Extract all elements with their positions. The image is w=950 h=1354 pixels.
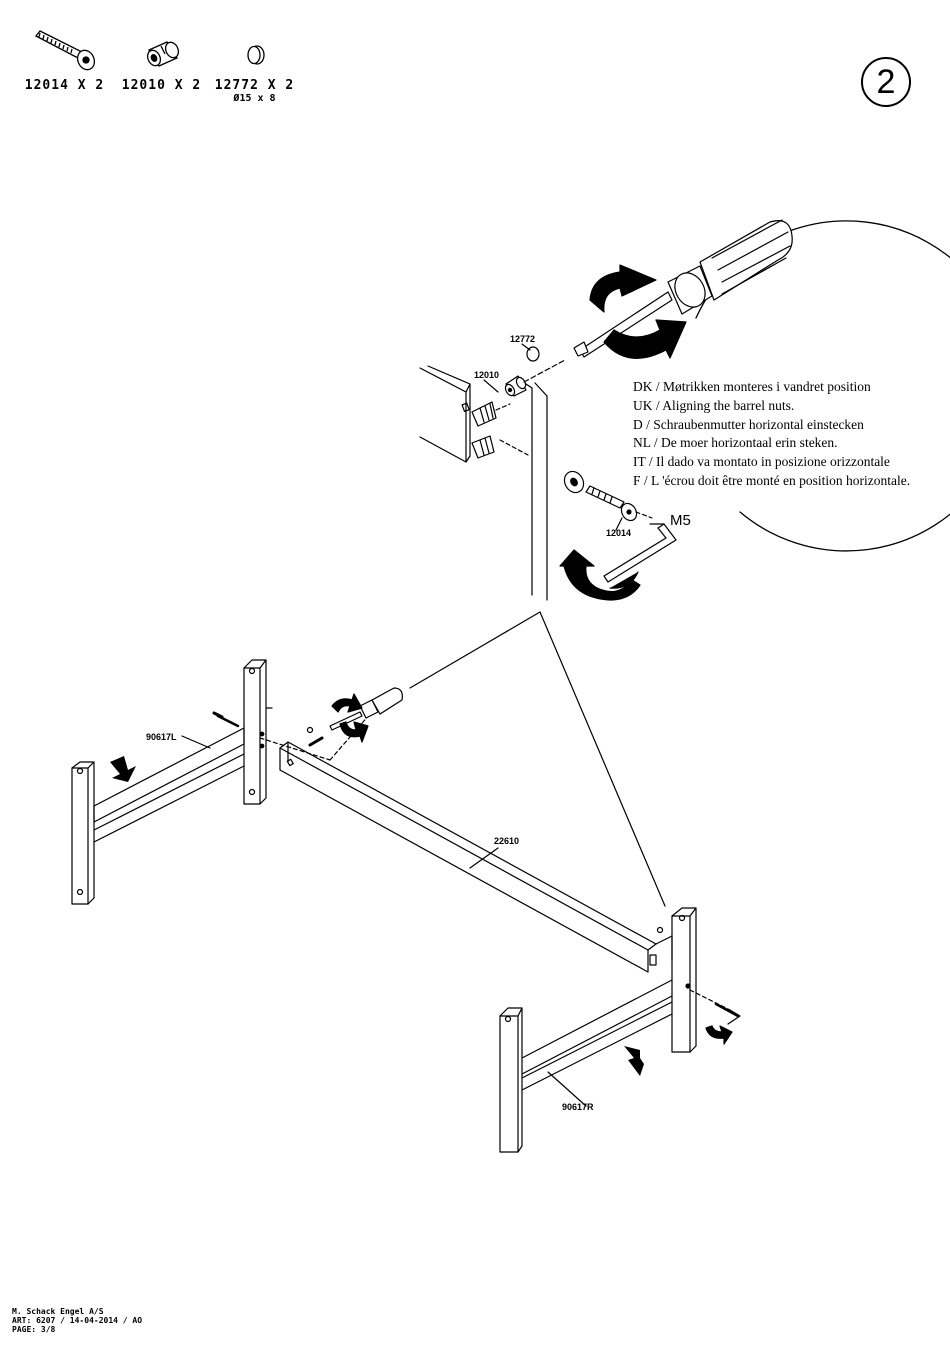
step-number: 2 <box>861 57 911 107</box>
footer-art: ART: 6207 / 14-04-2014 / AO <box>12 1316 143 1325</box>
part-barrel-nut-label: 12010 X 2 <box>121 78 202 93</box>
screwdriver-icon <box>573 219 793 358</box>
parts-list: 12014 X 2 12010 X 2 12772 X 2 Ø15 x 8 <box>22 28 322 118</box>
part-cap-size: Ø15 x 8 <box>233 93 276 104</box>
instruction-dk: DK / Møtrikken monteres i vandret positi… <box>633 379 871 394</box>
hex-key-icon <box>603 523 677 583</box>
instruction-f: F / L 'écrou doit être monté en position… <box>633 472 911 488</box>
detail-label-cap: 12772 <box>510 334 535 344</box>
label-rail: 22610 <box>494 836 519 846</box>
dowel-upper <box>471 401 497 427</box>
instruction-d: D / Schraubenmutter horizontal einstecke… <box>633 416 864 432</box>
instruction-nl: NL / De moer horizontaal erin steken. <box>633 435 838 451</box>
instruction-uk: UK / Aligning the barrel nuts. <box>633 397 795 413</box>
instruction-text: DK / Møtrikken monteres i vandret positi… <box>633 378 910 491</box>
part-cap-label: 12772 X 2 <box>214 78 295 93</box>
screw-icon <box>34 30 95 71</box>
detail-view <box>419 219 950 601</box>
left-end-frame <box>71 659 273 905</box>
rotate-arrow-icon <box>559 264 687 601</box>
detail-label-barrel-nut: 12010 <box>474 370 499 380</box>
footer-company: M. Schack Engel A/S <box>12 1307 104 1316</box>
part-screw-label: 12014 X 2 <box>24 78 105 93</box>
footer: M. Schack Engel A/S ART: 6207 / 14-04-20… <box>12 1307 142 1334</box>
side-rail <box>279 741 657 973</box>
detail-label-screw: 12014 <box>606 528 631 538</box>
push-arrow-icon <box>110 756 644 1076</box>
part-barrel-nut: 12010 X 2 <box>119 28 204 93</box>
footer-page: PAGE: 3/8 <box>12 1325 56 1334</box>
rotate-arrow-icon-left <box>331 693 369 743</box>
barrel-nut-detail <box>504 375 527 397</box>
part-screw: 12014 X 2 <box>22 28 107 93</box>
label-left-end: 90617L <box>146 732 177 742</box>
barrel-nut-icon <box>146 41 179 67</box>
rotate-arrow-icon-right <box>705 1025 733 1045</box>
cover-cap-icon <box>246 45 265 65</box>
screwdriver-icon-small <box>329 687 403 731</box>
detail-label-hex-key: M5 <box>670 512 691 529</box>
instruction-it: IT / Il dado va montato in posizione ori… <box>633 454 890 470</box>
label-right-end: 90617R <box>562 1102 594 1112</box>
right-end-frame <box>499 907 697 1153</box>
dowel-lower <box>471 435 495 459</box>
screw-detail <box>563 470 638 522</box>
part-cap: 12772 X 2 Ø15 x 8 <box>212 28 297 104</box>
